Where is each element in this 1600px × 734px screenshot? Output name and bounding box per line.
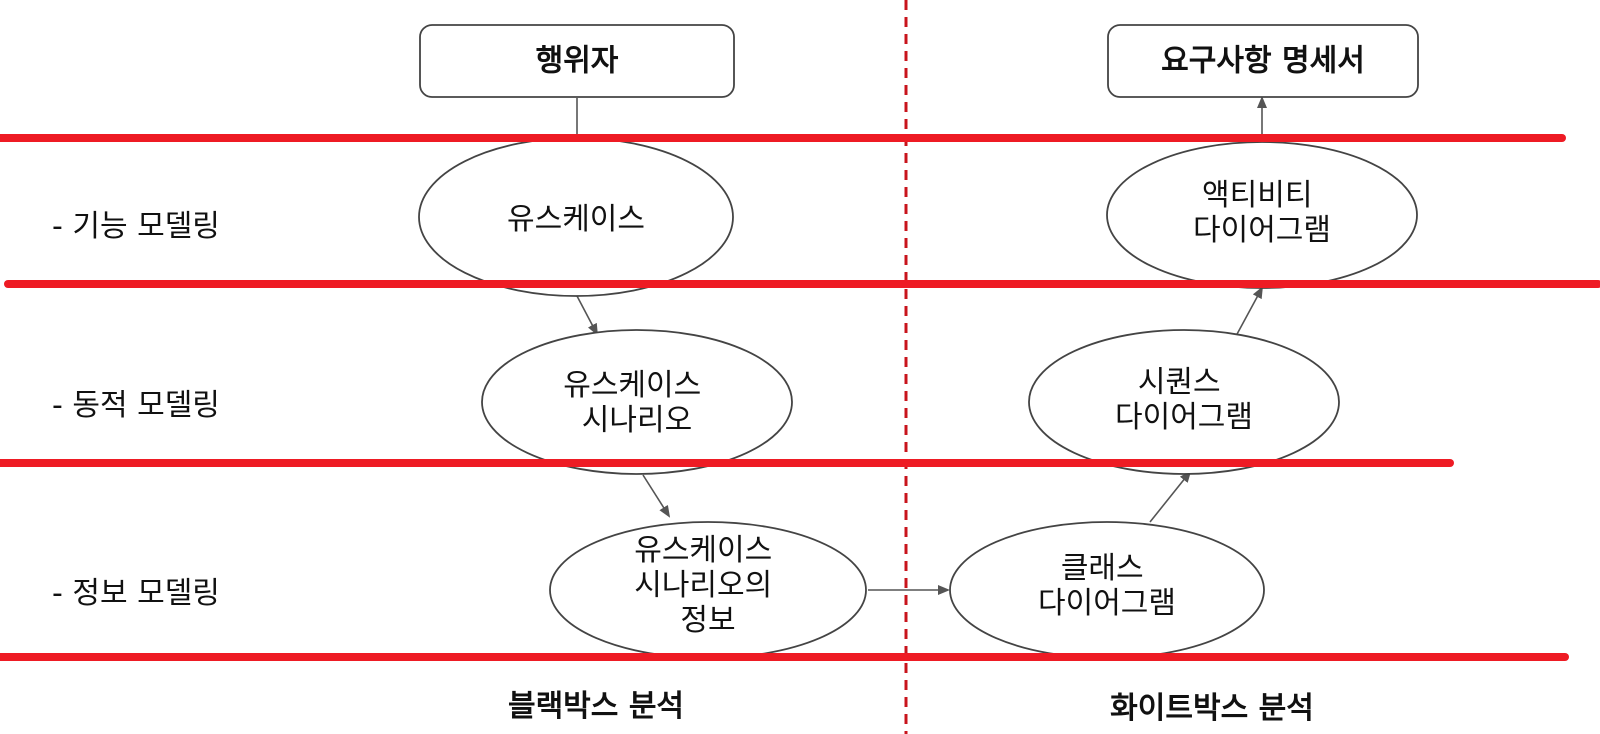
class-diagram-node: 클래스 다이어그램 bbox=[949, 521, 1265, 659]
sequence-diagram-node: 시퀀스 다이어그램 bbox=[1028, 329, 1340, 475]
usecase-scenario-node-label: 유스케이스 시나리오 bbox=[563, 368, 711, 438]
activity-diagram-node: 액티비티 다이어그램 bbox=[1106, 141, 1418, 289]
usecase-scenario-info-node-line-3: 정보 bbox=[680, 603, 735, 638]
usecase-node: 유스케이스 bbox=[418, 137, 734, 297]
footer-whitebox-label: 화이트박스 분석 bbox=[1110, 691, 1314, 726]
sequence-diagram-node-line-2: 다이어그램 bbox=[1115, 400, 1253, 435]
sequence-diagram-node-line-1: 시퀀스 bbox=[1138, 365, 1221, 400]
activity-diagram-node-line-2: 다이어그램 bbox=[1193, 213, 1331, 248]
usecase-scenario-node-line-1: 유스케이스 bbox=[563, 368, 701, 403]
arrow-sequence-to-activity bbox=[1235, 286, 1263, 337]
class-diagram-node-label: 클래스 다이어그램 bbox=[1038, 551, 1176, 621]
usecase-scenario-node-line-2: 시나리오 bbox=[582, 403, 692, 438]
class-diagram-node-line-1: 클래스 bbox=[1061, 551, 1144, 586]
usecase-scenario-info-node-line-2: 시나리오의 bbox=[634, 568, 772, 603]
requirements-spec-box-label: 요구사항 명세서 bbox=[1161, 44, 1365, 79]
usecase-node-label: 유스케이스 bbox=[507, 202, 645, 237]
usecase-scenario-info-node: 유스케이스 시나리오의 정보 bbox=[549, 521, 867, 659]
row-label-information: - 정보 모델링 bbox=[52, 576, 220, 611]
row-label-dynamic: - 동적 모델링 bbox=[52, 388, 220, 423]
activity-diagram-node-line-1: 액티비티 bbox=[1202, 178, 1312, 213]
usecase-node-line-1: 유스케이스 bbox=[507, 202, 645, 237]
actor-box: 행위자 bbox=[419, 24, 735, 98]
class-diagram-node-line-2: 다이어그램 bbox=[1038, 586, 1176, 621]
usecase-scenario-info-node-line-1: 유스케이스 bbox=[634, 533, 772, 568]
arrow-scenario-to-info bbox=[642, 474, 671, 518]
usecase-scenario-node: 유스케이스 시나리오 bbox=[481, 329, 793, 475]
row-label-functional: - 기능 모델링 bbox=[52, 209, 220, 244]
usecase-scenario-info-node-label: 유스케이스 시나리오의 정보 bbox=[634, 533, 782, 638]
sequence-diagram-node-label: 시퀀스 다이어그램 bbox=[1115, 365, 1253, 435]
arrow-class-to-sequence bbox=[1149, 470, 1192, 523]
requirements-spec-box: 요구사항 명세서 bbox=[1107, 24, 1419, 98]
activity-diagram-node-label: 액티비티 다이어그램 bbox=[1193, 178, 1331, 248]
arrow-usecase-to-scenario bbox=[576, 295, 598, 336]
footer-blackbox-label: 블랙박스 분석 bbox=[508, 689, 684, 724]
actor-box-label: 행위자 bbox=[536, 44, 619, 79]
